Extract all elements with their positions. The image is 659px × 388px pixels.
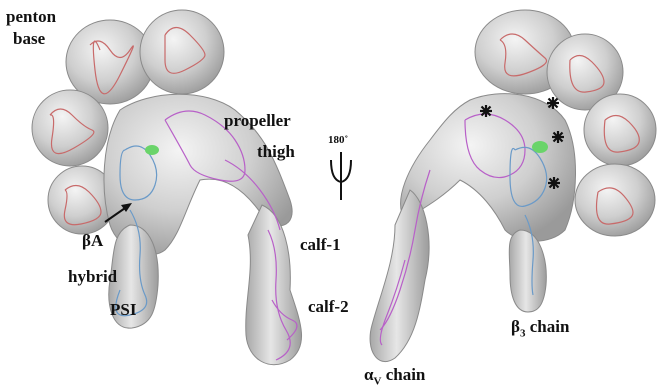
label-propeller: propeller	[224, 112, 291, 129]
penton-lobe	[584, 94, 656, 166]
label-penton: penton	[6, 8, 56, 25]
left-view	[32, 10, 302, 365]
label-alphav-chain: αV chain	[364, 366, 425, 387]
label-calf-1: calf-1	[300, 236, 341, 253]
asterisk-marker-icon	[548, 177, 560, 189]
asterisk-marker-icon	[552, 131, 564, 143]
right-view	[370, 10, 656, 362]
ligand-site	[532, 141, 548, 153]
asterisk-marker-icon	[547, 97, 559, 109]
label-calf-2: calf-2	[308, 298, 349, 315]
label-hybrid: hybrid	[68, 268, 117, 285]
label-beta3-chain: β3 chain	[511, 318, 569, 339]
alphav-symbol: α	[364, 365, 374, 384]
asterisk-marker-icon	[480, 105, 492, 117]
label-psi: PSI	[110, 301, 136, 318]
alpha-leg	[246, 205, 302, 365]
penton-lobe	[575, 164, 655, 236]
ligand-site	[145, 145, 159, 155]
integrin-headpiece	[401, 94, 576, 242]
alphav-chain-text: chain	[381, 365, 425, 384]
penton-lobe	[32, 90, 108, 166]
label-rotation: 180˚	[328, 135, 348, 146]
label-thigh: thigh	[257, 143, 295, 160]
beta-leg	[509, 230, 546, 312]
label-beta-a: βA	[82, 232, 103, 249]
psi-rotation-icon	[331, 152, 351, 200]
beta3-symbol: β	[511, 317, 520, 336]
label-base: base	[13, 30, 45, 47]
alpha-leg	[370, 190, 429, 362]
penton-lobe	[140, 10, 224, 94]
beta3-chain-text: chain	[525, 317, 569, 336]
